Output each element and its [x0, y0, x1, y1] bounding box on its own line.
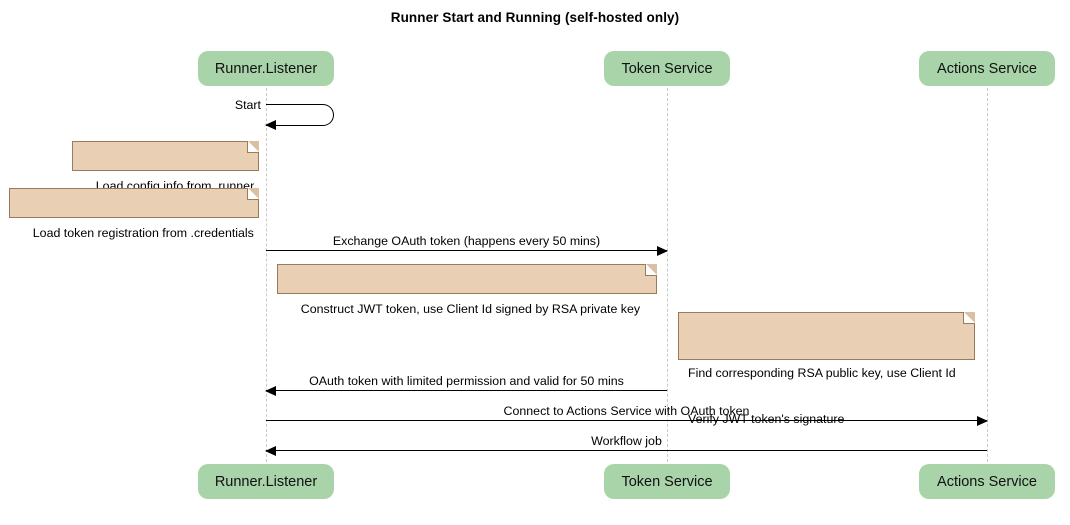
self-message-start: Start — [235, 98, 334, 130]
arrowhead-right-icon — [657, 246, 668, 256]
participant-actions-service-bottom[interactable]: Actions Service — [919, 464, 1055, 499]
note-verify-jwt-line2: Verify JWT token's signature — [688, 412, 845, 426]
note-construct-jwt: Construct JWT token, use Client Id signe… — [277, 264, 657, 316]
note-fold-icon — [964, 312, 975, 323]
note-verify-jwt-line1: Find corresponding RSA public key, use C… — [688, 365, 956, 380]
note-fold-icon — [646, 264, 657, 275]
note-fold-icon — [248, 141, 259, 152]
message-workflow-job-label: Workflow job — [591, 434, 662, 448]
lifeline-actions-service — [987, 88, 988, 462]
message-workflow-job: Workflow job — [265, 434, 987, 456]
participant-actions-service-top[interactable]: Actions Service — [919, 51, 1055, 86]
lifeline-runner-listener — [266, 88, 267, 462]
arrowhead-left-icon — [265, 120, 276, 130]
participant-runner-listener-bottom[interactable]: Runner.Listener — [198, 464, 334, 499]
message-oauth-token-return-label: OAuth token with limited permission and … — [309, 374, 624, 388]
participant-token-service-bottom[interactable]: Token Service — [604, 464, 730, 499]
message-exchange-oauth-token: Exchange OAuth token (happens every 50 m… — [266, 234, 668, 256]
arrowhead-left-icon — [265, 446, 276, 456]
note-construct-jwt-text: Construct JWT token, use Client Id signe… — [300, 302, 641, 316]
participant-token-service-top[interactable]: Token Service — [604, 51, 730, 86]
note-load-config: Load config info from .runner — [72, 141, 259, 193]
message-exchange-oauth-token-label: Exchange OAuth token (happens every 50 m… — [332, 234, 601, 248]
lifeline-token-service — [667, 88, 668, 462]
page-title: Runner Start and Running (self-hosted on… — [390, 10, 680, 25]
message-connect-actions-service-label: Connect to Actions Service with OAuth to… — [503, 404, 750, 418]
message-oauth-token-return: OAuth token with limited permission and … — [265, 374, 667, 396]
arrowhead-right-icon — [977, 416, 988, 426]
participant-runner-listener-top[interactable]: Runner.Listener — [198, 51, 334, 86]
note-load-token-registration-text: Load token registration from .credential… — [32, 226, 254, 240]
note-fold-icon — [248, 188, 259, 199]
message-connect-actions-service: Connect to Actions Service with OAuth to… — [266, 404, 988, 426]
note-load-token-registration: Load token registration from .credential… — [9, 188, 259, 240]
note-verify-jwt: Find corresponding RSA public key, use C… — [678, 312, 975, 426]
self-message-start-label: Start — [234, 98, 261, 112]
arrowhead-left-icon — [265, 386, 276, 396]
